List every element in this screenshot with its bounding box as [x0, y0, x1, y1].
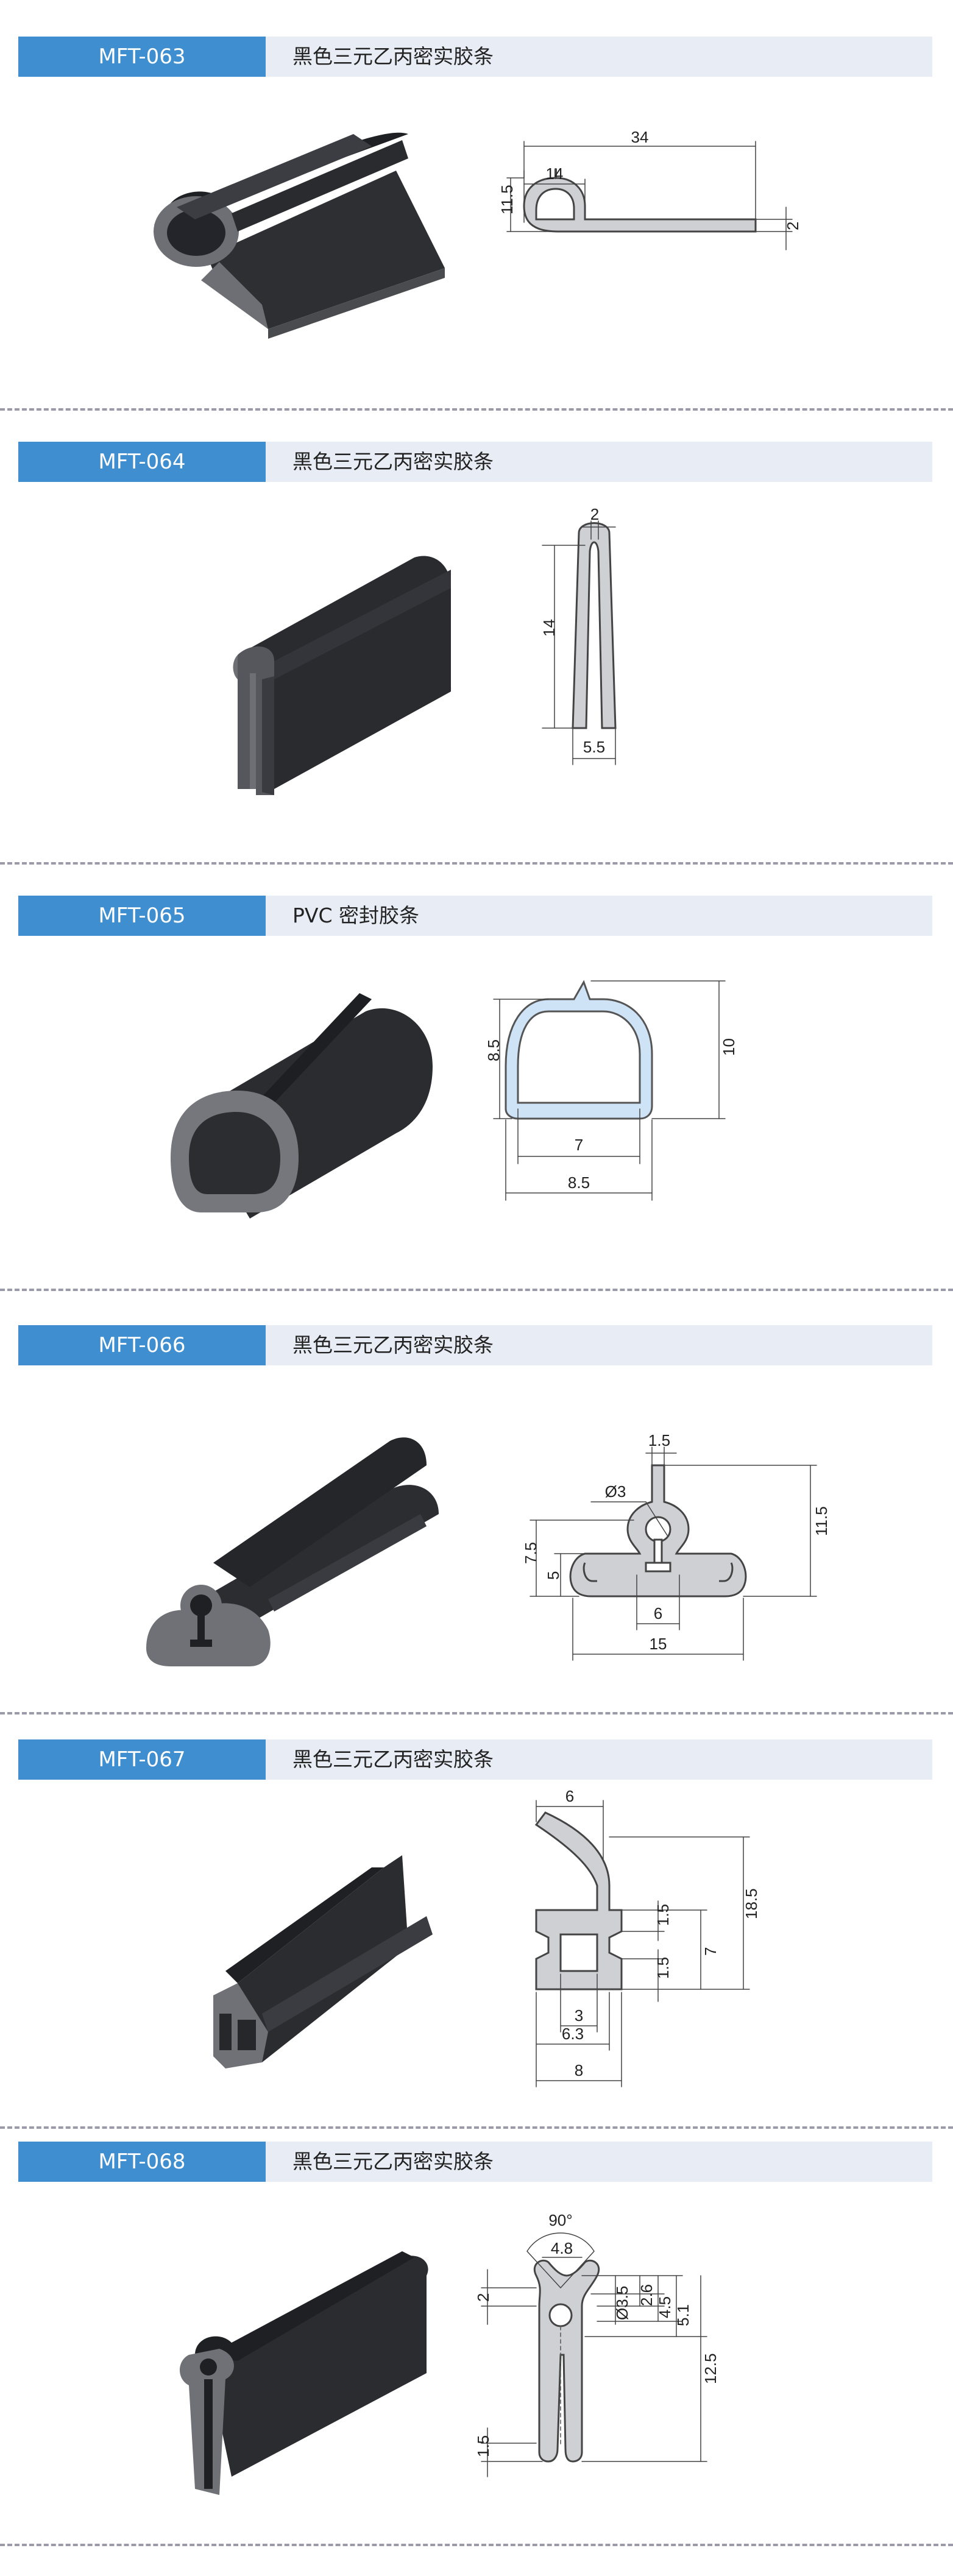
product-title: 黑色三元乙丙密实胶条	[292, 44, 494, 68]
section-header: MFT-067 黑色三元乙丙密实胶条	[18, 1739, 932, 1780]
product-photo	[152, 132, 445, 339]
section-header: MFT-063 黑色三元乙丙密实胶条	[18, 37, 932, 77]
product-section-mft-067: MFT-067 黑色三元乙丙密实胶条 6 1.5 7 1	[0, 1739, 953, 2129]
dim-lip-width: 6	[565, 1787, 574, 1805]
product-photo	[213, 1855, 433, 2068]
dim-bulb-height: 4.5	[656, 2296, 674, 2318]
product-title: 黑色三元乙丙密实胶条	[292, 1333, 494, 1357]
product-code: MFT-067	[18, 1739, 266, 1780]
dim-neck-width: 1.5	[648, 1431, 670, 1449]
dim-body-height: 7	[701, 1947, 720, 1956]
dim-slot-width: 2	[590, 505, 599, 523]
dim-bulb-width: 14	[546, 165, 564, 183]
dim-outer-width: 8.5	[568, 1173, 590, 1192]
section-divider	[0, 408, 953, 411]
product-section-mft-066: MFT-066 黑色三元乙丙密实胶条	[0, 1325, 953, 1715]
product-code: MFT-066	[18, 1325, 266, 1365]
dim-overall-width: 15	[650, 1635, 667, 1653]
dim-hole-diameter: Ø3.5	[613, 2286, 631, 2320]
dim-lower-step: 1.5	[654, 1957, 672, 1979]
section-divider	[0, 1289, 953, 1291]
dim-thickness: 2	[784, 222, 802, 230]
dimension-drawing: 34 14 11.5 2	[498, 128, 802, 250]
dim-total-height: 10	[720, 1038, 738, 1056]
dim-lip-height: 2	[474, 2293, 492, 2302]
product-section-mft-064: MFT-064 黑色三元乙丙密实胶条 2 14 5.5	[0, 442, 953, 868]
dim-upper-step: 1.5	[654, 1904, 672, 1926]
section-header: MFT-066 黑色三元乙丙密实胶条	[18, 1325, 932, 1365]
dim-total-height: 11.5	[812, 1506, 831, 1536]
product-title: 黑色三元乙丙密实胶条	[292, 1747, 494, 1771]
dim-hole-diameter: Ø3	[605, 1482, 626, 1501]
product-photo	[171, 993, 433, 1219]
dim-base-width: 5.5	[583, 738, 605, 756]
section-divider	[0, 2544, 953, 2546]
section-divider	[0, 862, 953, 865]
dim-mouth-width: 4.8	[551, 2239, 573, 2257]
dim-total-height: 12.5	[701, 2353, 720, 2384]
dim-overall-width: 8	[575, 2061, 583, 2079]
dimension-drawing: 6 1.5 7 18.5 1.5 3 6.3 8	[534, 1787, 760, 2087]
section-divider	[0, 2126, 953, 2129]
product-section-mft-068: MFT-068 黑色三元乙丙密实胶条 90° 4.8	[0, 2142, 953, 2556]
product-code: MFT-064	[18, 442, 266, 482]
dimension-drawing: 2 14 5.5	[540, 505, 617, 765]
dim-inner-width: 7	[575, 1136, 583, 1154]
section-divider	[0, 1712, 953, 1714]
section-header: MFT-068 黑色三元乙丙密实胶条	[18, 2142, 932, 2182]
product-photo	[233, 556, 451, 795]
product-title: 黑色三元乙丙密实胶条	[292, 450, 494, 473]
dim-bulb-height: 7.5	[522, 1542, 540, 1564]
dimension-drawing: 90° 4.8 Ø3.5 2.6 2 4.5 5.1 12.5 1.5	[474, 2211, 720, 2477]
dim-cavity-width: 3	[575, 2006, 583, 2025]
dim-overall-width: 34	[631, 128, 649, 146]
dim-head-height: 2.6	[637, 2284, 656, 2306]
product-section-mft-063: MFT-063 黑色三元乙丙密实胶条 34 14 11.5 2	[0, 37, 953, 414]
dimension-drawing: 1.5 Ø3 7.5 5 11.5 6 15	[522, 1431, 831, 1661]
dim-foot-height: 1.5	[474, 2435, 492, 2457]
dim-slot-width: 6	[654, 1604, 662, 1622]
product-code: MFT-065	[18, 896, 266, 936]
product-photo	[146, 1437, 439, 1666]
dim-body-height: 8.5	[484, 1039, 503, 1061]
product-title: 黑色三元乙丙密实胶条	[292, 2150, 494, 2173]
dim-height: 11.5	[498, 185, 516, 214]
product-section-mft-065: MFT-065 PVC 密封胶条 8.5 10 7 8.5	[0, 896, 953, 1279]
section-header: MFT-065 PVC 密封胶条	[18, 896, 932, 936]
dim-base-height: 5	[544, 1571, 562, 1580]
dim-total-height: 18.5	[742, 1888, 760, 1919]
product-code: MFT-068	[18, 2142, 266, 2182]
dim-neck-height: 5.1	[674, 2304, 692, 2326]
dim-angle: 90°	[548, 2211, 572, 2229]
product-title: PVC 密封胶条	[292, 904, 420, 927]
dimension-drawing: 8.5 10 7 8.5	[484, 980, 738, 1201]
dim-height: 14	[540, 619, 558, 637]
dim-mid-width: 6.3	[562, 2025, 584, 2043]
product-photo	[180, 2251, 428, 2495]
section-header: MFT-064 黑色三元乙丙密实胶条	[18, 442, 932, 482]
product-code: MFT-063	[18, 37, 266, 77]
